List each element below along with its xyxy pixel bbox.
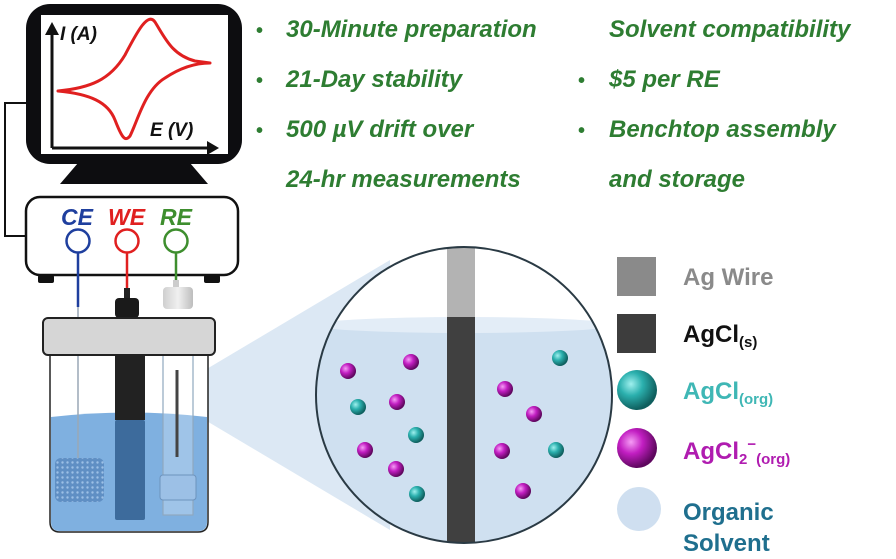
magnified-view — [315, 246, 613, 544]
we-terminal — [114, 228, 140, 254]
feature-cost: $5 per RE — [609, 66, 720, 93]
legend-text: Solvent — [683, 530, 770, 557]
re-label: RE — [160, 204, 192, 230]
legend-agcl2-org-sphere-icon — [617, 428, 657, 468]
y-axis-arrow-icon — [45, 22, 59, 35]
we-label: WE — [108, 204, 146, 230]
potentiostat-foot-right — [204, 275, 220, 283]
magnified-agcl-coating — [447, 317, 475, 543]
agcl-org-particle — [409, 486, 425, 502]
x-axis-label: E (V) — [150, 120, 194, 141]
feature-preparation: 30-Minute preparation — [286, 16, 537, 43]
legend-text: Ag Wire — [683, 264, 774, 291]
legend-superscript: − — [747, 436, 757, 453]
cell-lid — [42, 317, 216, 356]
agcl2-org-particle — [403, 354, 419, 370]
agcl2-org-particle — [388, 461, 404, 477]
monitor-cable — [4, 102, 26, 237]
agcl2-org-particle — [526, 406, 542, 422]
agcl2-org-particle — [357, 442, 373, 458]
agcl-org-particle — [408, 427, 424, 443]
feature-bullet: • — [256, 120, 264, 142]
magnified-ag-wire — [447, 247, 475, 317]
electrochemical-cell — [42, 280, 216, 533]
x-axis-arrow-icon — [207, 141, 219, 155]
potentiostat-foot-left — [38, 275, 54, 283]
feature-drift-cont: 24-hr measurements — [286, 166, 521, 193]
legend-shapes — [617, 257, 661, 531]
legend-subscript: 2 — [739, 451, 748, 468]
feature-benchtop: Benchtop assembly — [609, 116, 836, 143]
legend-agcl2-org-label: AgCl2−(org) — [683, 436, 790, 468]
monitor-stand — [60, 163, 208, 184]
we-connector — [124, 288, 130, 300]
legend-agcl-solid-label: AgCl(s) — [683, 321, 757, 351]
re-connector — [173, 280, 179, 290]
agcl-org-particle — [548, 442, 564, 458]
feature-bullet: • — [256, 70, 264, 92]
legend-subscript: (org) — [739, 391, 774, 408]
y-axis-label: I (A) — [60, 24, 97, 45]
we-cap — [115, 298, 139, 318]
feature-bullet: • — [578, 70, 586, 92]
magnified-border — [315, 246, 613, 544]
we-body-dry — [115, 355, 145, 420]
agcl2-org-particle — [494, 443, 510, 459]
legend-organic-solvent-swatch — [617, 487, 661, 531]
monitor — [26, 4, 242, 184]
legend-text: AgCl — [683, 321, 739, 348]
legend-agcl-org-label: AgCl(org) — [683, 378, 773, 408]
re-frit — [159, 474, 197, 501]
feature-stability: 21-Day stability — [286, 66, 463, 93]
legend-agcl-org-sphere-icon — [617, 370, 657, 410]
agcl-org-particle — [350, 399, 366, 415]
feature-bullet: • — [578, 120, 586, 142]
feature-solvent: Solvent compatibility — [609, 16, 851, 43]
ce-mesh — [55, 458, 104, 502]
agcl2-org-particle — [515, 483, 531, 499]
legend-agcl-solid-swatch — [617, 314, 656, 353]
re-terminal — [163, 228, 189, 254]
legend-text: Organic — [683, 499, 774, 526]
ce-label: CE — [61, 204, 93, 230]
legend-text: AgCl — [683, 438, 739, 465]
feature-drift: 500 µV drift over — [286, 116, 474, 143]
feature-benchtop-cont: and storage — [609, 166, 746, 193]
cv-trace — [56, 17, 212, 141]
re-cap — [163, 287, 193, 309]
legend-text: AgCl — [683, 378, 739, 405]
feature-bullet: • — [256, 20, 264, 42]
ce-terminal — [65, 228, 91, 254]
agcl2-org-particle — [389, 394, 405, 410]
agcl-org-particle — [552, 350, 568, 366]
legend-ag-wire-swatch — [617, 257, 656, 296]
legend-subscript: (s) — [739, 334, 758, 351]
legend-ag-wire-label: Ag Wire — [683, 264, 773, 292]
agcl2-org-particle — [340, 363, 356, 379]
legend-subscript: (org) — [756, 451, 791, 468]
agcl2-org-particle — [497, 381, 513, 397]
we-body-wet — [115, 420, 145, 520]
